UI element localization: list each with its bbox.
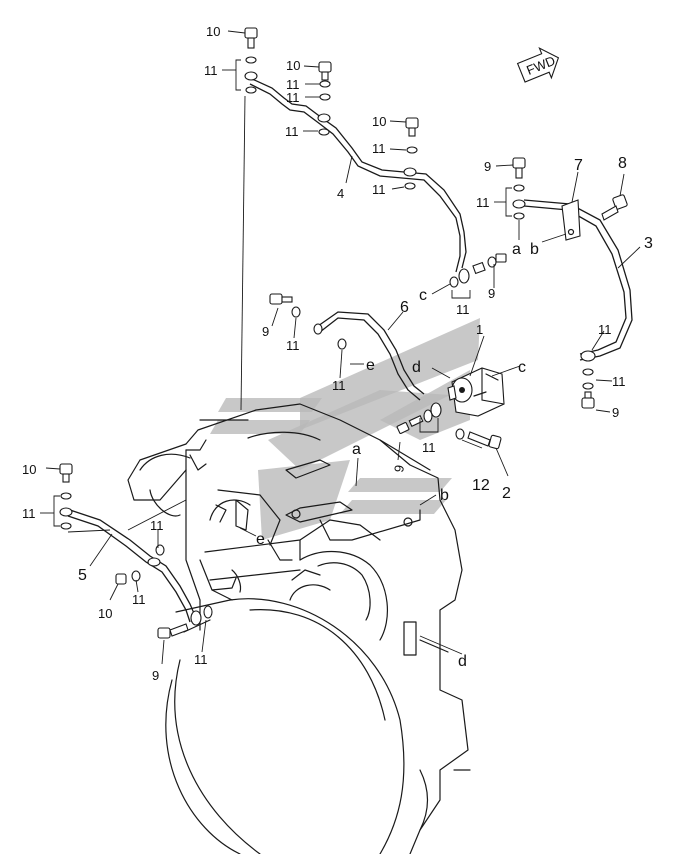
- callout-9: 9: [488, 286, 495, 301]
- bolt-10-top-mid: [317, 61, 332, 136]
- callout-11: 11: [598, 322, 612, 337]
- callout-6: 6: [400, 299, 409, 316]
- callout-1: 1: [476, 322, 483, 337]
- watermark-logo: [210, 318, 480, 540]
- callout-9: 9: [484, 159, 491, 174]
- callout-11: 11: [132, 592, 146, 607]
- callout-11: 11: [476, 195, 490, 210]
- ref-e: e: [366, 357, 375, 374]
- fitting-pipe6-end: [396, 402, 442, 434]
- callout-10: 10: [22, 462, 36, 477]
- callout-11: 11: [422, 440, 436, 455]
- fitting-pipe5-mid: [115, 544, 165, 585]
- callout-11: 11: [372, 182, 386, 197]
- valve-1: [447, 367, 505, 417]
- fitting-pipe5-end: [157, 605, 213, 639]
- callout-11: 11: [150, 518, 164, 533]
- ref-b: b: [440, 487, 449, 504]
- fwd-arrow: FWD: [516, 47, 560, 83]
- callout-2: 2: [502, 485, 511, 502]
- callout-11: 11: [456, 302, 470, 317]
- bolt-9-mid-left: [269, 293, 347, 350]
- clamp-7: [561, 199, 581, 241]
- callout-8: 8: [618, 155, 627, 172]
- ref-a: a: [512, 241, 521, 258]
- callout-11: 11: [612, 374, 626, 389]
- callout-10: 10: [206, 24, 220, 39]
- leader-lines: [40, 30, 641, 665]
- callout-7: 7: [574, 157, 583, 174]
- callout-4: 4: [337, 186, 344, 201]
- ref-c: c: [419, 287, 427, 304]
- callout-11: 11: [286, 338, 300, 353]
- callout-9: 9: [612, 405, 619, 420]
- callout-11: 11: [372, 141, 386, 156]
- callout-11: 11: [286, 77, 300, 92]
- callout-9: 9: [391, 464, 407, 474]
- callout-11: 11: [286, 90, 300, 105]
- callout-11: 11: [22, 506, 36, 521]
- transmission-housing: [127, 403, 471, 854]
- bolt-2: [455, 428, 502, 450]
- bolt-9-top-right: [512, 157, 526, 220]
- callout-10: 10: [372, 114, 386, 129]
- ref-d: d: [412, 359, 421, 376]
- bolt-10-top-left: [240, 27, 258, 411]
- callout-9: 9: [262, 324, 269, 339]
- callout-3: 3: [644, 235, 653, 252]
- callout-12: 12: [472, 477, 490, 494]
- fitting-pipe3-end: [580, 350, 596, 409]
- callout-labels: 10 11 10 11 11 11 10 11 11 4 9 11 7 8 3 …: [22, 24, 653, 683]
- pipe-6: [317, 311, 425, 401]
- callout-11: 11: [332, 378, 346, 393]
- bolt-10-lower-left: [59, 463, 73, 530]
- callout-11: 11: [194, 652, 208, 667]
- ref-c: c: [518, 359, 526, 376]
- ref-a: a: [352, 441, 361, 458]
- callout-5: 5: [78, 567, 87, 584]
- pipe-4: [249, 77, 467, 273]
- ref-e: e: [256, 531, 265, 548]
- callout-10: 10: [98, 606, 112, 621]
- callout-10: 10: [286, 58, 300, 73]
- callout-11: 11: [204, 63, 218, 78]
- callout-9: 9: [152, 668, 159, 683]
- bolt-10-top-right: [403, 117, 419, 190]
- reference-letters: a b c e d c a b e d: [256, 241, 539, 670]
- ref-d: d: [458, 653, 467, 670]
- ref-b: b: [530, 241, 539, 258]
- bolt-8: [601, 194, 628, 221]
- fitting-pipe4-end: [449, 253, 507, 288]
- callout-11: 11: [285, 124, 299, 139]
